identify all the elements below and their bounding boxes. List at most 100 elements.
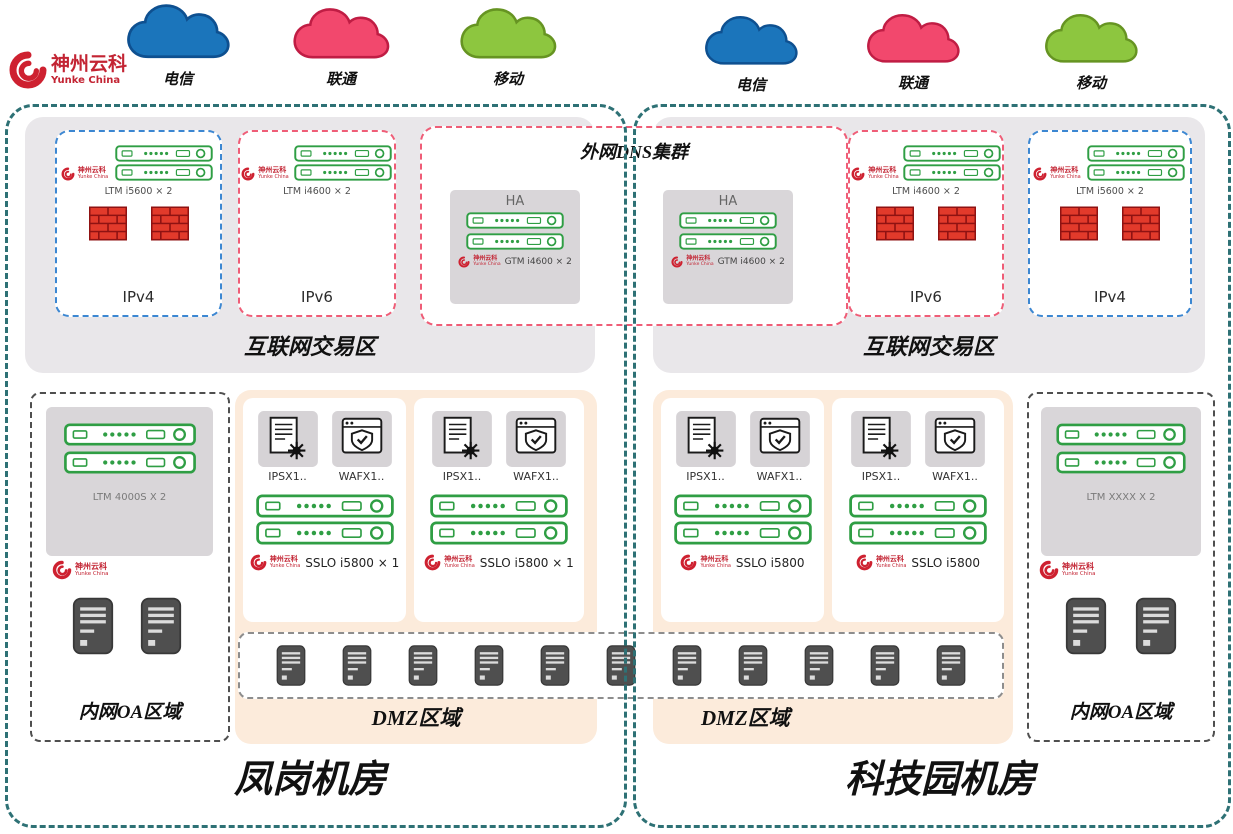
cloud-icon <box>285 6 397 64</box>
device-label: LTM i5600 × 2 <box>104 186 173 197</box>
internet-zone-right-label: 互联网交易区 <box>862 334 995 359</box>
appliance-icon <box>293 164 393 181</box>
server-icon <box>936 644 966 687</box>
yunke-logo-subtitle: Yunke China <box>444 562 475 569</box>
server-icon <box>408 644 438 687</box>
yunke-swirl-icon <box>680 554 697 571</box>
isp-mobile-left: 移动 <box>450 6 566 89</box>
waf-icon <box>332 411 392 467</box>
isp-label: 电信 <box>162 72 193 88</box>
yunke-logo-title: 神州云科 <box>875 554 904 563</box>
ha-label: HA <box>505 194 525 209</box>
isp-label: 联通 <box>325 72 356 88</box>
sslo-device-label: SSLO i5800 × 1 <box>305 555 400 570</box>
server-icon <box>1135 596 1177 656</box>
yunke-logo-subtitle: Yunke China <box>1062 571 1096 578</box>
server-icon <box>342 644 372 687</box>
cloud-icon <box>698 14 804 70</box>
ips-label: IPSX1.. <box>686 470 725 483</box>
appliance-icon <box>112 164 216 181</box>
device-label: LTM i4600 × 2 <box>892 186 960 197</box>
appliance-icon <box>426 494 572 518</box>
appliance-icon <box>903 164 1001 181</box>
yunke-logo-title: 神州云科 <box>77 166 106 175</box>
appliance-icon <box>670 521 816 545</box>
ips-icon <box>851 411 911 467</box>
device-label: LTM i5600 × 2 <box>1076 186 1144 197</box>
oa-zone-right-label: 内网OA区域 <box>1069 702 1173 723</box>
server-icon <box>738 644 768 687</box>
yunke-logo-subtitle: Yunke China <box>77 174 109 181</box>
dmz-right-label: DMZ区域 <box>701 706 790 730</box>
yunke-logo-title: 神州云科 <box>444 554 473 563</box>
yunke-logo-subtitle: Yunke China <box>258 174 289 181</box>
server-icon <box>672 644 702 687</box>
server-icon <box>140 596 182 656</box>
sslo-device-label: SSLO i5800 × 1 <box>479 555 574 570</box>
waf-label: WAFX1.. <box>932 470 978 483</box>
yunke-swirl-icon <box>1039 560 1059 580</box>
yunke-logo-title: 神州云科 <box>868 166 897 175</box>
firewall-icon <box>938 206 976 241</box>
cloud-icon <box>1036 12 1146 68</box>
yunke-logo-subtitle: Yunke China <box>868 174 899 181</box>
device-label: GTM i4600 × 2 <box>717 257 785 267</box>
server-icon <box>606 644 636 687</box>
firewall-icon <box>1060 206 1098 241</box>
waf-icon <box>925 411 985 467</box>
appliance-icon <box>678 212 778 229</box>
protocol-label: IPv6 <box>910 288 942 306</box>
device-label: LTM XXXX X 2 <box>1086 492 1156 503</box>
appliance-icon <box>252 494 398 518</box>
yunke-logo-title: 神州云科 <box>1050 166 1079 175</box>
firewall-pair <box>89 206 189 241</box>
yunke-logo-title: 神州云科 <box>700 554 729 563</box>
appliance-icon <box>63 423 197 446</box>
ltm-device-stack <box>1085 145 1187 181</box>
isp-unicom-right: 联通 <box>856 12 970 93</box>
waf-label: WAFX1.. <box>756 470 803 483</box>
server-icon <box>474 644 504 687</box>
server-icon <box>870 644 900 687</box>
isp-label: 移动 <box>492 72 523 88</box>
yunke-swirl-icon <box>458 256 470 268</box>
cloud-icon <box>120 2 236 64</box>
yunke-swirl-icon <box>1033 167 1047 181</box>
fenggang-dc-title: 凤岗机房 <box>233 759 386 801</box>
firewall-icon <box>1122 206 1160 241</box>
server-icon <box>804 644 834 687</box>
server-icon <box>1065 596 1107 656</box>
waf-label: WAFX1.. <box>338 470 385 483</box>
internet-zone-left-label: 互联网交易区 <box>243 334 376 359</box>
isp-label: 电信 <box>735 78 766 94</box>
dns-cluster-title: 外网DNS集群 <box>579 142 688 162</box>
protocol-label: IPv6 <box>301 288 333 306</box>
brand-title: 神州云科 <box>51 53 128 76</box>
yunke-logo-subtitle: Yunke China <box>1050 174 1081 181</box>
appliance-icon <box>1085 145 1187 162</box>
firewall-icon <box>151 206 189 241</box>
waf-icon <box>506 411 566 467</box>
device-label: GTM i4600 × 2 <box>504 257 572 267</box>
sslo-device-label: SSLO i5800 <box>911 555 981 570</box>
yunke-swirl-icon <box>8 50 48 90</box>
ips-label: IPSX1.. <box>861 470 901 483</box>
